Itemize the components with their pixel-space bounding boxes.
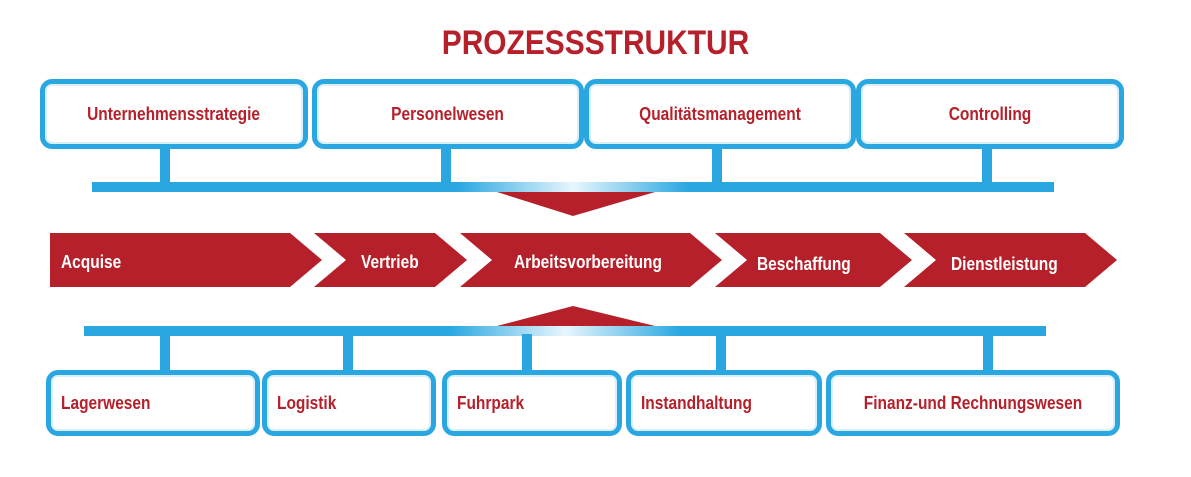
- bottom-box-label: Fuhrpark: [457, 392, 525, 413]
- process-step-shape-3: [460, 233, 722, 287]
- process-step-label-beschaffung: Beschaffung: [757, 254, 851, 274]
- bottom-connector-4: [716, 334, 726, 374]
- top-box-personelwesen: Personelwesen: [312, 79, 584, 149]
- bottom-box-finanz-und-rechnungswesen: Finanz-und Rechnungswesen: [826, 370, 1120, 436]
- bottom-box-lagerwesen: Lagerwesen: [46, 370, 260, 436]
- page-title: PROZESSSTRUKTUR: [441, 24, 750, 62]
- process-step-shape-4: [715, 233, 912, 287]
- bottom-connector-1: [160, 334, 170, 374]
- top-box-label: Qualitätsmanagement: [639, 103, 801, 124]
- bottom-connector-3: [522, 334, 532, 374]
- top-box-controlling: Controlling: [856, 79, 1124, 149]
- bottom-box-fuhrpark: Fuhrpark: [442, 370, 622, 436]
- process-step-label-acquise: Acquise: [61, 252, 122, 272]
- bottom-box-label: Lagerwesen: [61, 392, 151, 413]
- bottom-connector-5: [983, 334, 993, 374]
- top-box-qualitaetsmanagement: Qualitätsmanagement: [584, 79, 856, 149]
- bottom-connector-2: [343, 334, 353, 374]
- bottom-box-label: Instandhaltung: [641, 392, 752, 413]
- bottom-box-label: Finanz-und Rechnungswesen: [863, 392, 1083, 413]
- top-box-unternehmensstrategie: Unternehmensstrategie: [40, 79, 308, 149]
- bottom-box-instandhaltung: Instandhaltung: [626, 370, 822, 436]
- process-step-shape-1: [50, 233, 322, 287]
- top-connector-2: [441, 145, 451, 187]
- process-step-label-vertrieb: Vertrieb: [361, 252, 419, 272]
- top-bus-bar: [92, 182, 1054, 192]
- top-connector-4: [982, 145, 992, 187]
- process-step-shape-5: [904, 233, 1117, 287]
- process-step-shape-2: [314, 233, 467, 287]
- bottom-box-label: Logistik: [277, 392, 337, 413]
- process-step-label-arbeitsvorbereitung: Arbeitsvorbereitung: [514, 252, 662, 272]
- down-triangle: [497, 192, 655, 216]
- process-step-label-dienstleistung: Dienstleistung: [951, 254, 1058, 274]
- bottom-box-logistik: Logistik: [262, 370, 436, 436]
- top-box-label: Unternehmensstrategie: [87, 103, 261, 124]
- top-connector-3: [712, 145, 722, 187]
- top-box-label: Controlling: [948, 103, 1032, 124]
- top-connector-1: [160, 145, 170, 187]
- up-triangle: [497, 306, 655, 326]
- bottom-bus-bar: [84, 326, 1046, 336]
- top-box-label: Personelwesen: [391, 103, 505, 124]
